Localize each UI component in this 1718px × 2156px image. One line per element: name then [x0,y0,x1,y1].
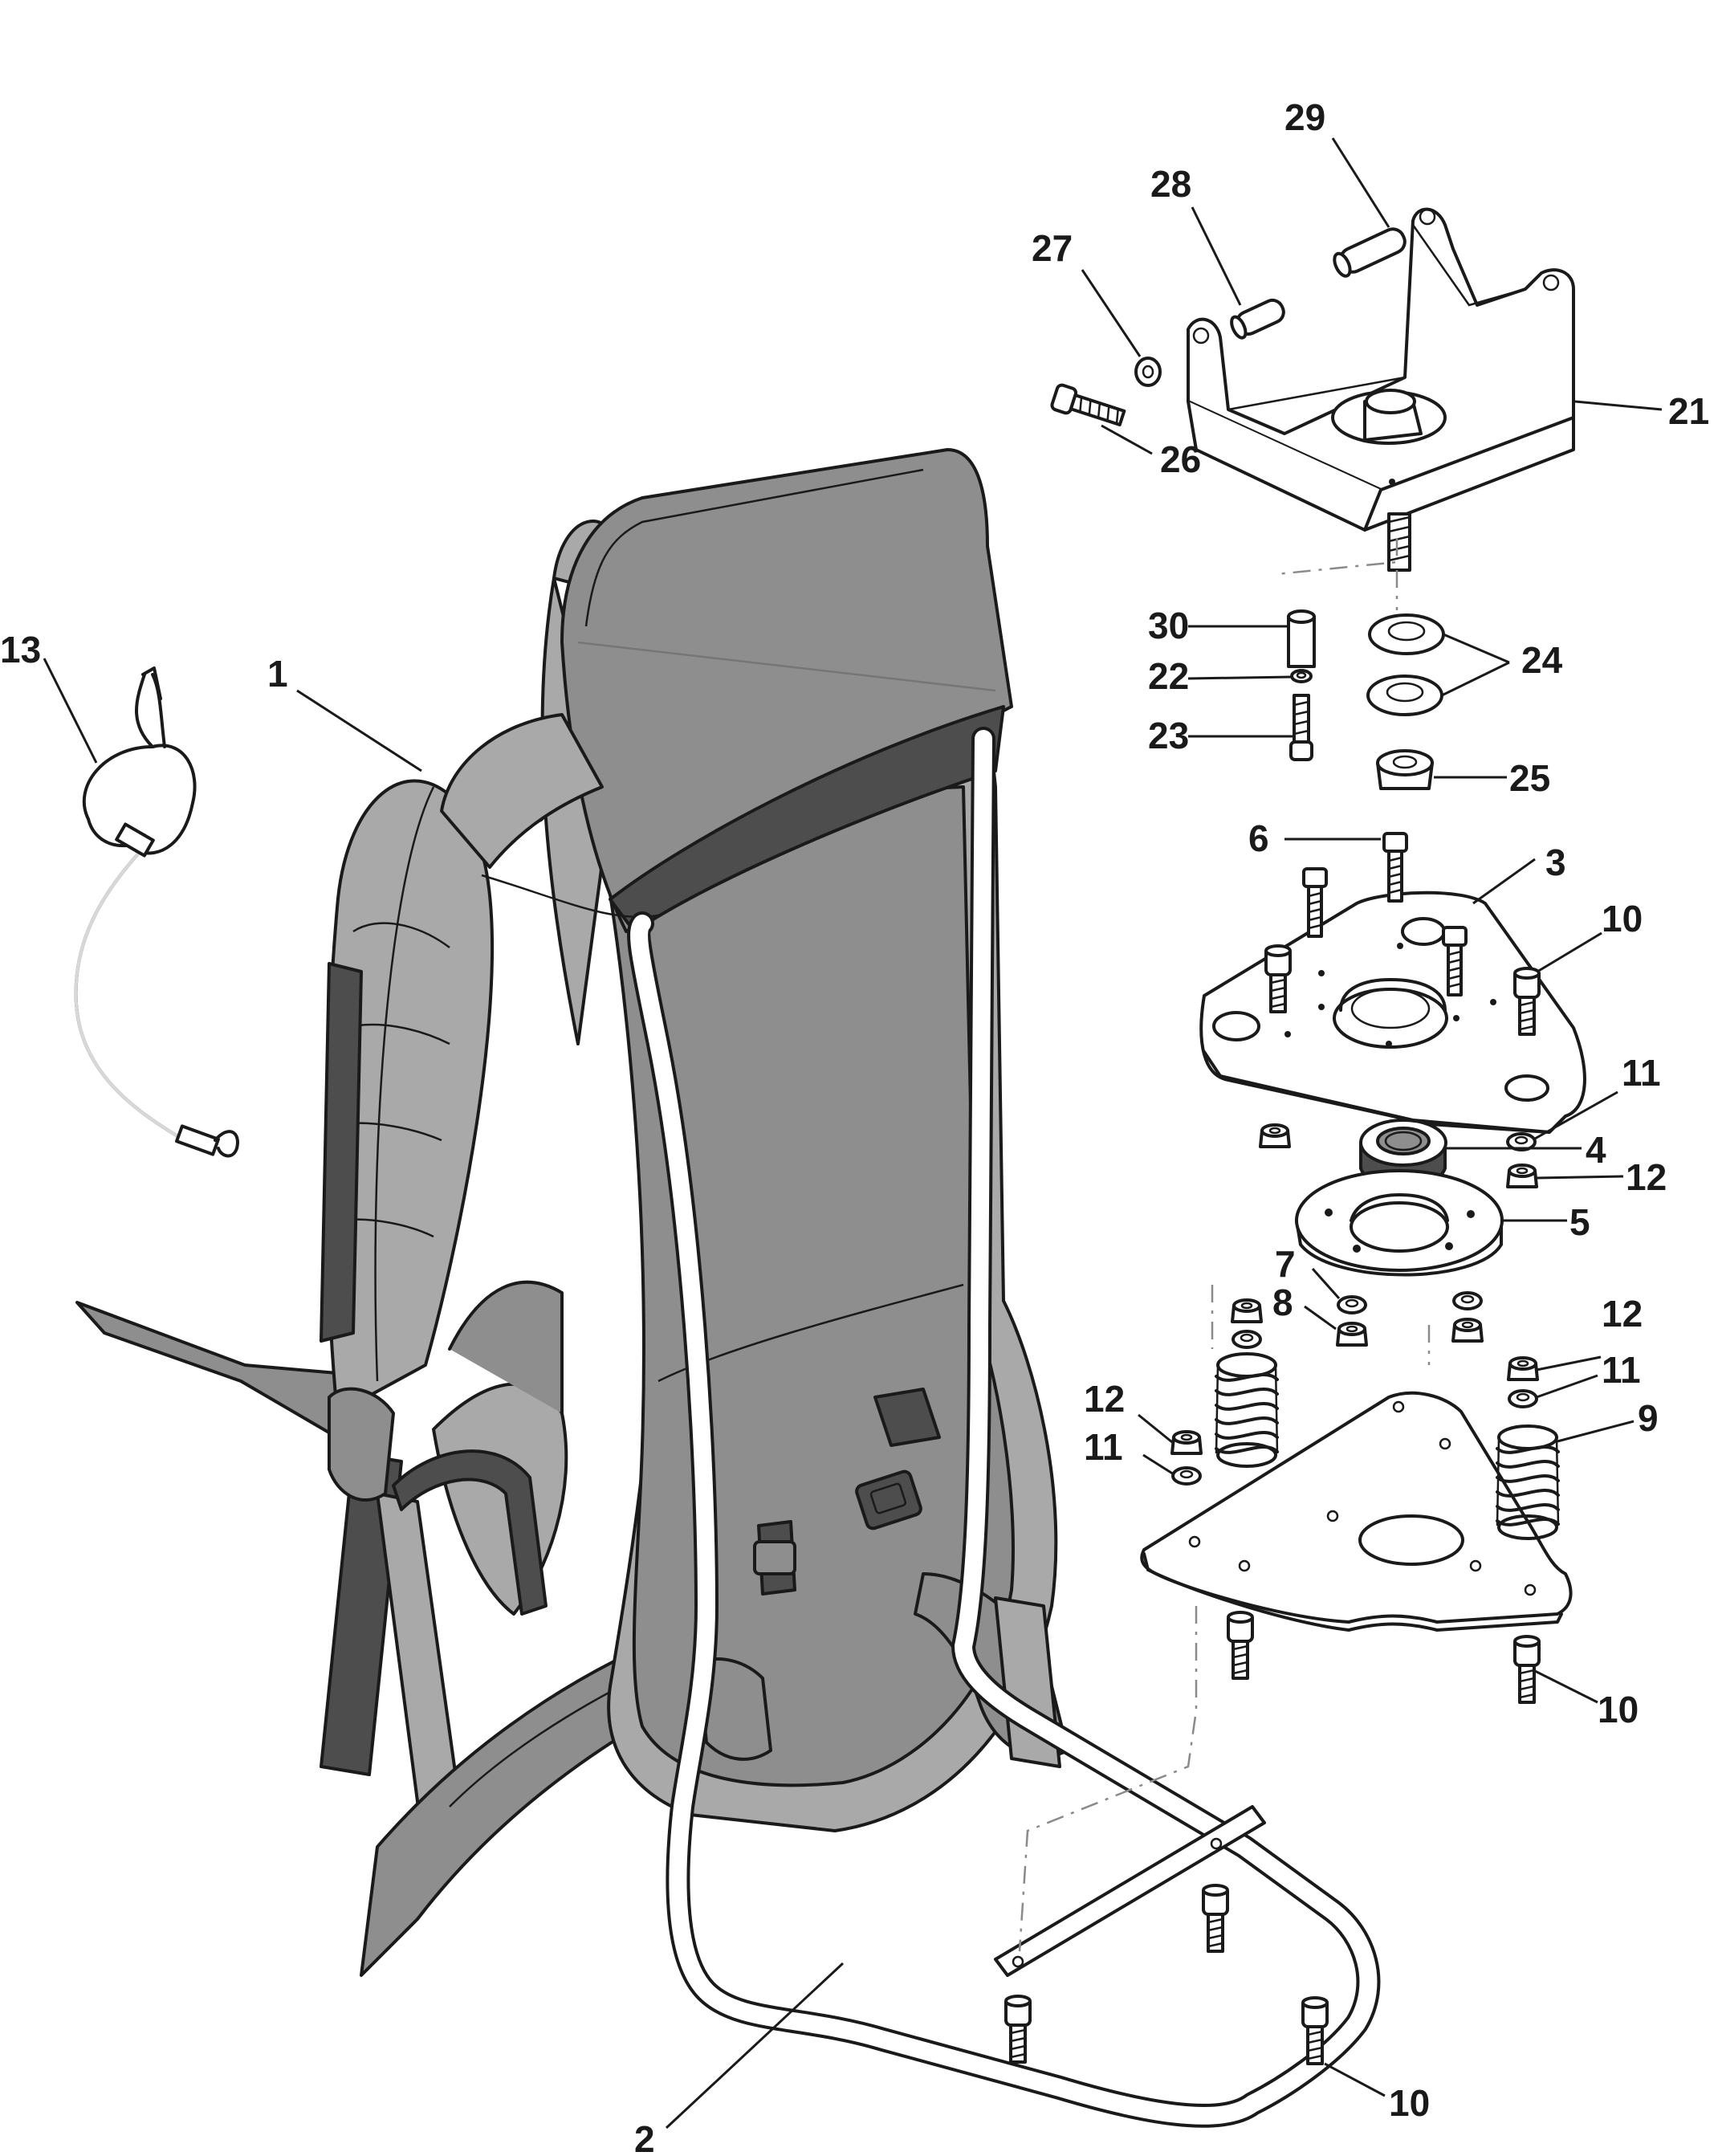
spring-left [1215,1352,1279,1468]
label-5: 5 [1569,1201,1590,1243]
center-line-upper [1276,538,1398,610]
label-6: 6 [1248,817,1269,859]
washer-11-left [1171,1466,1202,1486]
label-12-right: 12 [1602,1293,1643,1335]
lanyard-clip [74,666,239,1158]
label-12-left: 12 [1084,1378,1125,1420]
center-line-lower [1018,1606,1198,1952]
screw-26 [1050,383,1126,427]
capscrew-lower-left [1227,1611,1254,1680]
bolt-6-left [1302,867,1328,938]
washer-spring-left [1232,1330,1262,1349]
nut-12-upper [1506,1164,1538,1188]
washer-11-right [1508,1389,1538,1408]
leader-lines [43,137,1663,2130]
capscrew-10-mid [1513,1635,1541,1704]
washer-27 [1134,357,1162,387]
capscrew-10-upper [1513,967,1541,1036]
pin-28 [1230,298,1285,340]
label-21: 21 [1668,390,1709,432]
label-12-upper: 12 [1626,1156,1667,1198]
nut-25 [1376,749,1434,790]
label-10-mid: 10 [1598,1689,1639,1730]
label-9: 9 [1638,1397,1659,1439]
nut-spring-left [1231,1298,1263,1323]
label-2: 2 [634,2118,655,2156]
label-10-lower: 10 [1389,2082,1430,2124]
washer-22 [1290,669,1313,683]
pin-29 [1333,227,1407,278]
nut-8-left [1336,1322,1368,1347]
label-13: 13 [0,629,41,670]
nut-12-left [1170,1430,1203,1455]
label-7: 7 [1275,1243,1296,1285]
metal-frame [627,727,1381,2128]
nut-under-plate [1259,1123,1291,1148]
washer-7-left [1337,1295,1367,1314]
part-labels: 1 2 3 4 5 6 7 8 9 10 10 10 11 11 11 12 1… [0,96,1709,2156]
label-30: 30 [1148,605,1189,646]
label-1: 1 [267,653,288,695]
label-11-left: 11 [1084,1426,1123,1468]
washer-24-bottom [1366,675,1443,716]
nut-12-right [1507,1356,1539,1381]
nut-8-right [1451,1318,1484,1343]
label-3: 3 [1545,842,1566,883]
label-11-right: 11 [1602,1349,1641,1391]
washer-7-right [1452,1291,1483,1310]
label-24: 24 [1521,639,1563,681]
plate-3 [1199,891,1586,1134]
flange-5 [1295,1169,1504,1277]
label-25: 25 [1509,757,1550,799]
capscrew-on-plate-left [1264,944,1292,1013]
washer-24-top [1368,613,1445,655]
center-line-right [1211,1285,1431,1365]
label-10-upper: 10 [1602,898,1643,939]
label-29: 29 [1284,96,1325,138]
bolt-6-mid [1442,926,1468,996]
label-8: 8 [1272,1282,1293,1323]
label-28: 28 [1150,163,1191,205]
engine-bracket [1187,207,1575,572]
capscrew-10-lower [1301,1996,1329,2065]
capscrew-frame-left [1004,1995,1032,2064]
screw-23 [1289,694,1313,761]
label-22: 22 [1148,655,1189,697]
label-27: 27 [1032,227,1073,269]
spacer-30 [1287,609,1316,668]
label-4: 4 [1586,1129,1606,1171]
capscrew-frame-center [1202,1884,1229,1953]
backpack-harness [75,448,1069,1977]
label-26: 26 [1160,438,1201,480]
bolt-6-right [1382,832,1408,903]
lower-plate [1140,1391,1573,1632]
label-11-upper: 11 [1622,1052,1661,1094]
label-23: 23 [1148,715,1189,756]
